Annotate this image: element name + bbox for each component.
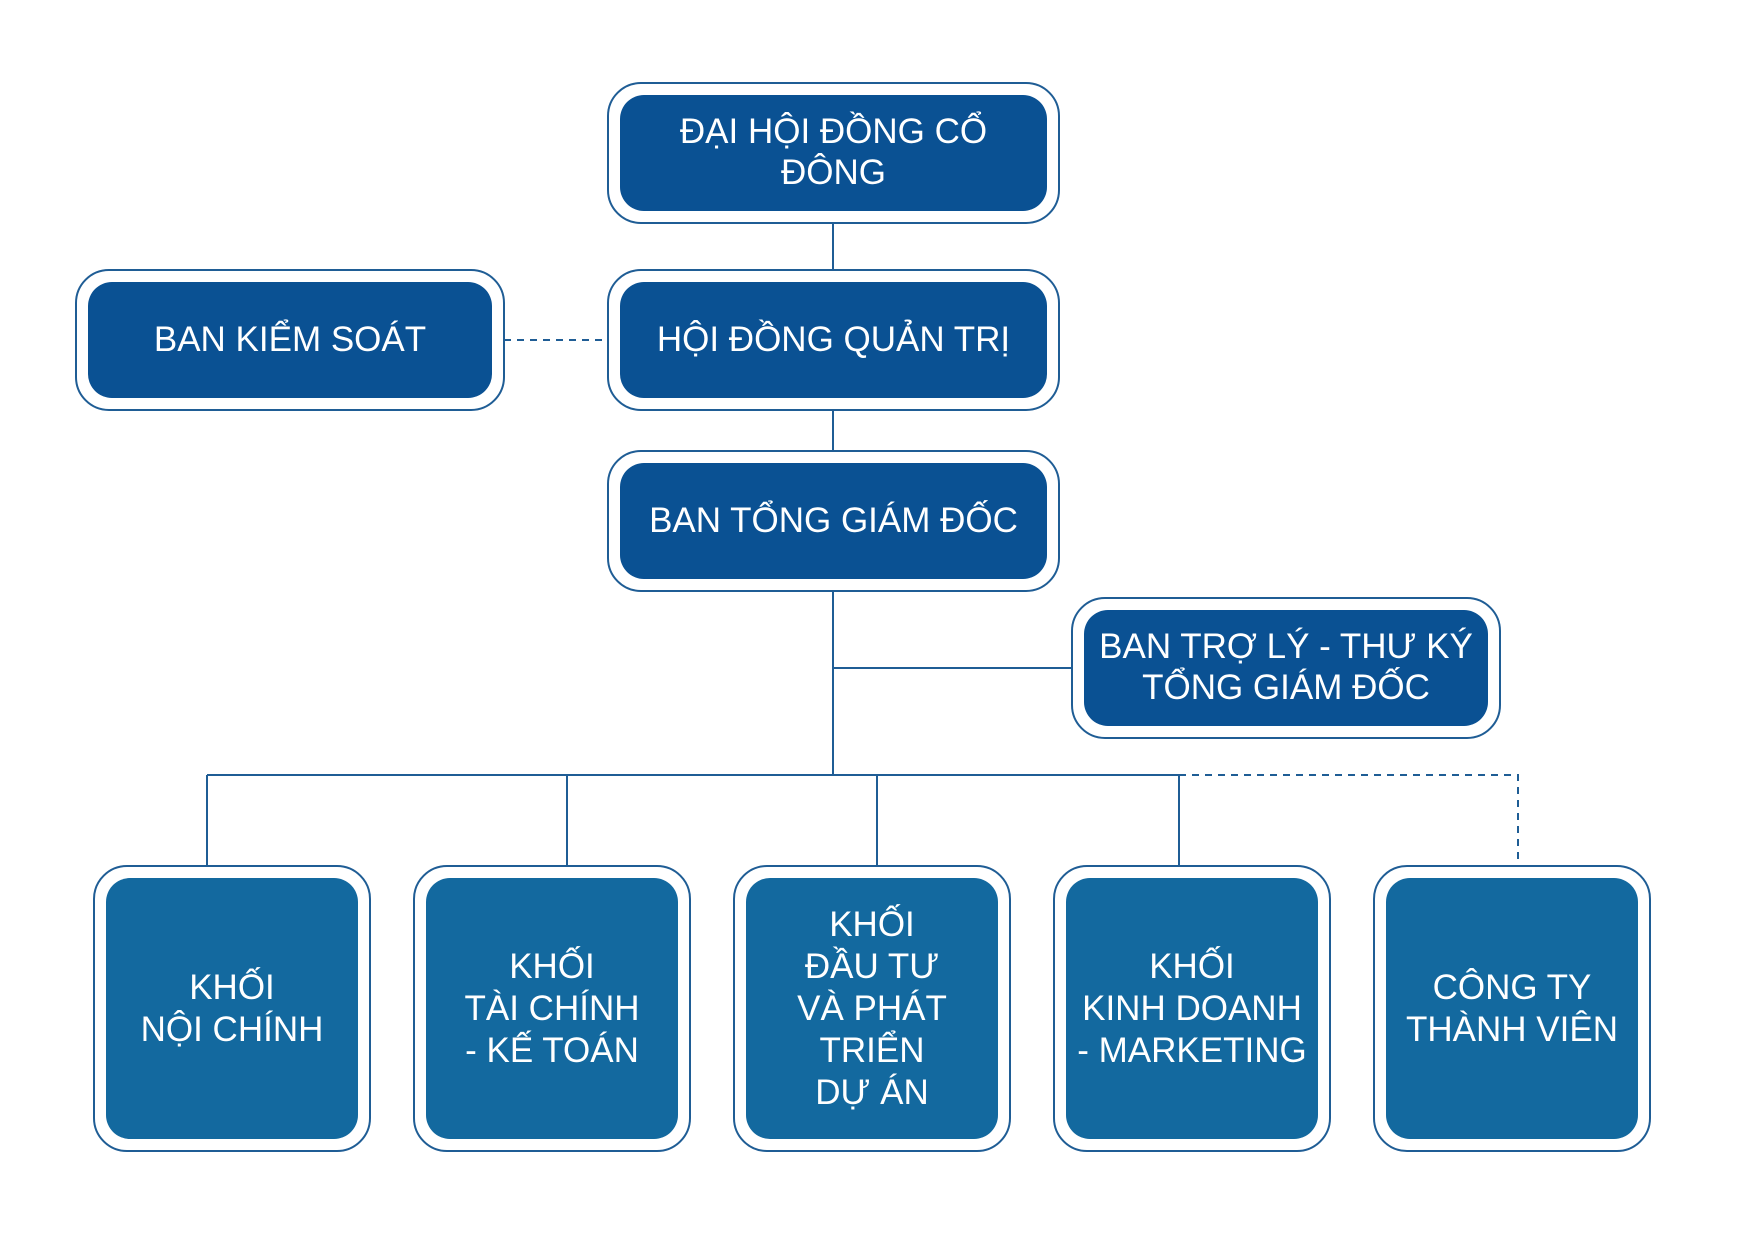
node-finance: KHỐI TÀI CHÍNH - KẾ TOÁN (413, 865, 691, 1152)
node-shareholders: ĐẠI HỘI ĐỒNG CỔ ĐÔNG (607, 82, 1060, 224)
connector-subsidiaries-dashed (1179, 774, 1519, 866)
node-board: HỘI ĐỒNG QUẢN TRỊ (607, 269, 1060, 411)
node-ceo: BAN TỔNG GIÁM ĐỐC (607, 450, 1060, 592)
node-ceo-label: BAN TỔNG GIÁM ĐỐC (620, 463, 1047, 579)
node-finance-label: KHỐI TÀI CHÍNH - KẾ TOÁN (426, 878, 678, 1139)
node-business: KHỐI KINH DOANH - MARKETING (1053, 865, 1331, 1152)
node-investment: KHỐI ĐẦU TƯ VÀ PHÁT TRIỂN DỰ ÁN (733, 865, 1011, 1152)
node-business-label: KHỐI KINH DOANH - MARKETING (1066, 878, 1318, 1139)
node-internal: KHỐI NỘI CHÍNH (93, 865, 371, 1152)
node-supervisory: BAN KIỂM SOÁT (75, 269, 505, 411)
node-subsidiaries-label: CÔNG TY THÀNH VIÊN (1386, 878, 1638, 1139)
node-assistant-label: BAN TRỢ LÝ - THƯ KÝ TỔNG GIÁM ĐỐC (1084, 610, 1488, 726)
node-internal-label: KHỐI NỘI CHÍNH (106, 878, 358, 1139)
node-subsidiaries: CÔNG TY THÀNH VIÊN (1373, 865, 1651, 1152)
node-assistant: BAN TRỢ LÝ - THƯ KÝ TỔNG GIÁM ĐỐC (1071, 597, 1501, 739)
node-board-label: HỘI ĐỒNG QUẢN TRỊ (620, 282, 1047, 398)
node-supervisory-label: BAN KIỂM SOÁT (88, 282, 492, 398)
node-investment-label: KHỐI ĐẦU TƯ VÀ PHÁT TRIỂN DỰ ÁN (746, 878, 998, 1139)
node-shareholders-label: ĐẠI HỘI ĐỒNG CỔ ĐÔNG (620, 95, 1047, 211)
